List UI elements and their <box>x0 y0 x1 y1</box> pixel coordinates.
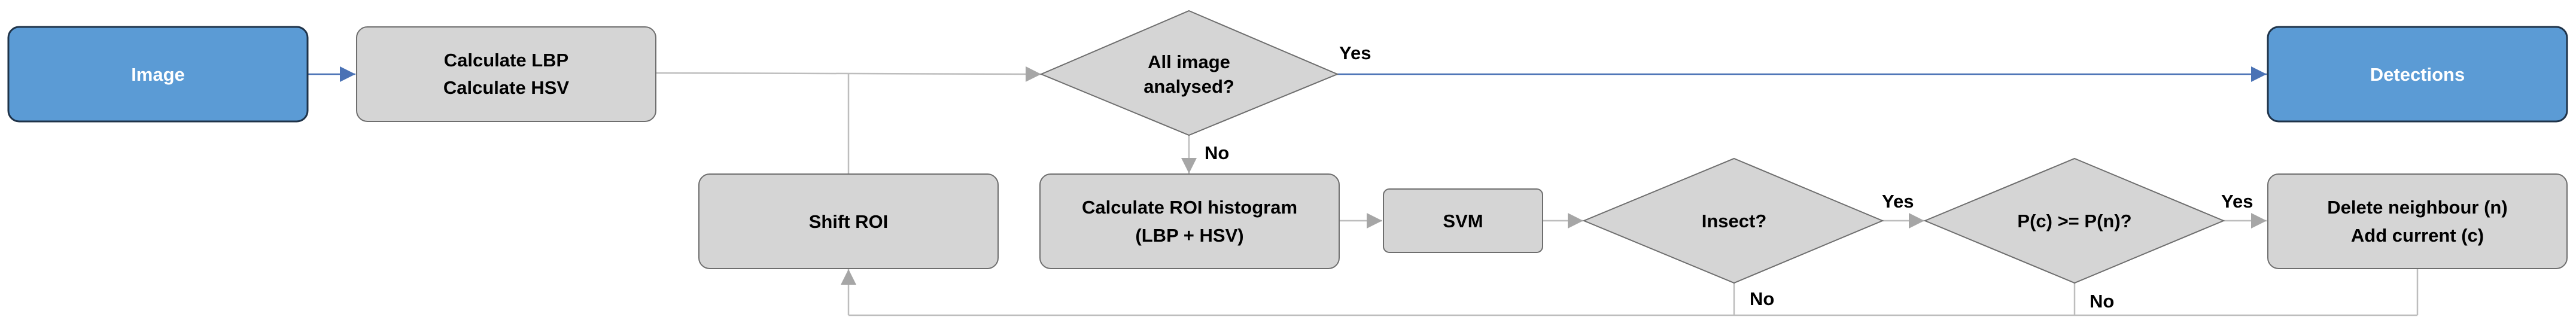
node-update-line-2: Add current (c) <box>2351 225 2484 246</box>
label-insect-yes: Yes <box>1882 191 1914 212</box>
node-shift-roi: Shift ROI <box>698 173 999 269</box>
node-calculate-line-2: Calculate HSV <box>443 77 570 98</box>
label-all-analysed-yes: Yes <box>1339 42 1371 63</box>
decision-all-analysed-line-1: All image <box>1148 51 1230 72</box>
node-roi-histogram: Calculate ROI histogram (LBP + HSV) <box>1039 173 1340 269</box>
label-all-analysed-no: No <box>1205 142 1229 163</box>
connector-calculate-to-decision <box>655 66 1042 82</box>
node-svm-label: SVM <box>1443 211 1483 231</box>
decision-all-analysed-line-2: analysed? <box>1143 76 1234 97</box>
node-roi-histogram-line-2: (LBP + HSV) <box>1135 225 1243 246</box>
label-compare-no: No <box>2090 291 2114 312</box>
node-detections-label: Detections <box>2370 64 2465 85</box>
node-svm: SVM <box>1383 188 1543 253</box>
node-delete-add: Delete neighbour (n) Add current (c) <box>2267 173 2568 269</box>
decision-compare-label: P(c) >= P(n)? <box>2017 211 2131 231</box>
decision-compare-probability: P(c) >= P(n)? <box>1923 157 2225 284</box>
node-detections: Detections <box>2267 26 2568 123</box>
node-calculate-lbp-hsv: Calculate LBP Calculate HSV <box>356 26 656 122</box>
decision-insect: Insect? <box>1582 157 1884 284</box>
node-image-label: Image <box>131 64 185 85</box>
label-insect-no: No <box>1750 288 1774 309</box>
decision-insect-label: Insect? <box>1702 211 1767 231</box>
decision-all-image-analysed: All image analysed? <box>1039 10 1339 136</box>
connectors <box>308 66 2419 316</box>
node-calculate-line-1: Calculate LBP <box>444 50 568 71</box>
node-shift-roi-label: Shift ROI <box>809 211 889 232</box>
node-image: Image <box>7 26 309 123</box>
label-compare-yes: Yes <box>2221 191 2253 212</box>
node-update-line-1: Delete neighbour (n) <box>2327 197 2507 218</box>
node-roi-histogram-line-1: Calculate ROI histogram <box>1082 197 1297 218</box>
